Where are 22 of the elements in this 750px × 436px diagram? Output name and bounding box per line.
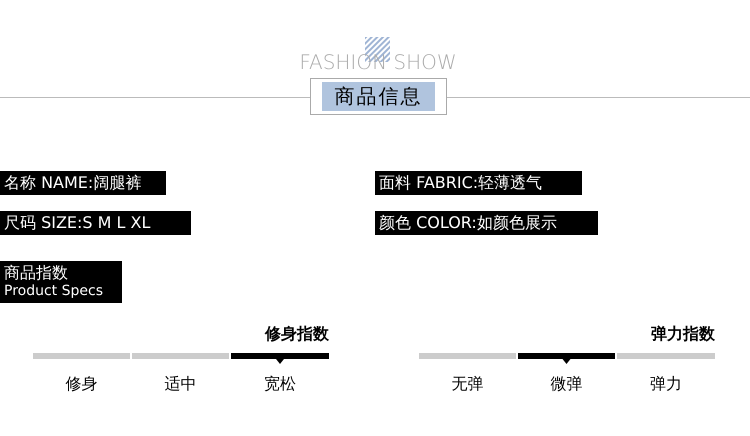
info-label: 颜色 COLOR:如颜色展示 [375,211,598,235]
scale-label: 微弹 [550,374,584,394]
info-label: 面料 FABRIC:轻薄透气 [375,171,582,195]
section-title: 商品指数 [4,263,69,283]
title: FASHION SHOW [298,50,458,74]
scale-bar [33,353,130,359]
scale-title: 修身指数 [264,324,329,344]
scale-title: 弹力指数 [650,324,715,344]
scale-label: 适中 [164,374,198,394]
scale-bar [132,353,229,359]
section-subtitle: Product Specs [4,283,104,300]
section-heading-bar [0,261,122,303]
scale-label: 修身 [64,374,98,394]
heading-frame [310,78,447,115]
scale-label: 弹力 [649,374,683,394]
heading-text: 商品信息 [322,82,435,111]
scale-label: 无弹 [450,374,484,394]
scale-bar [617,353,715,359]
info-label: 名称 NAME:阔腿裤 [0,171,166,195]
info-label: 尺码 SIZE:S M L XL [0,211,191,235]
scale-label: 宽松 [263,374,297,394]
scale-bar [419,353,516,359]
